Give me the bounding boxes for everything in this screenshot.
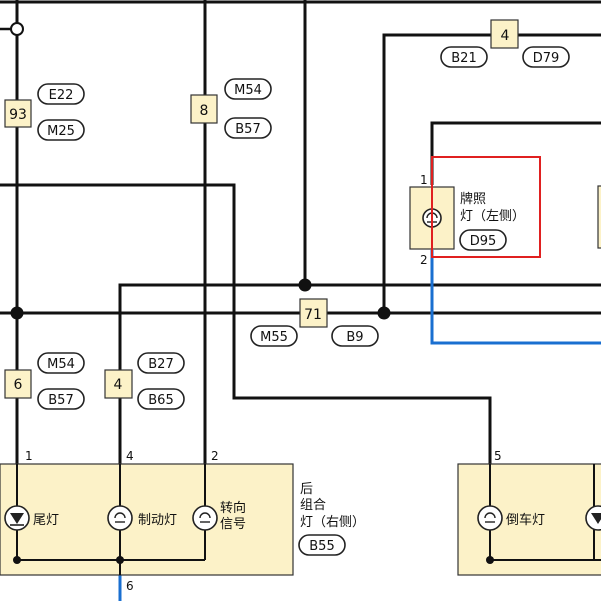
svg-text:转向: 转向 bbox=[220, 500, 246, 516]
connector-93: 93 bbox=[4, 99, 32, 128]
connector-71: 71 bbox=[299, 298, 328, 328]
svg-text:B57: B57 bbox=[235, 122, 260, 137]
code-b27: B27 bbox=[137, 352, 185, 374]
junctions bbox=[0, 22, 391, 320]
code-b9: B9 bbox=[331, 325, 379, 347]
svg-text:2: 2 bbox=[420, 253, 428, 267]
svg-text:倒车灯: 倒车灯 bbox=[506, 512, 545, 528]
rear-combo-lamp: 1 4 2 尾灯 制动灯 转向 信号 后 bbox=[0, 449, 365, 593]
code-b57-bottom: B57 bbox=[37, 388, 85, 410]
svg-text:B65: B65 bbox=[148, 393, 173, 408]
junction-open bbox=[10, 22, 24, 36]
svg-text:D79: D79 bbox=[533, 51, 560, 66]
svg-text:6: 6 bbox=[126, 579, 134, 593]
license-lamp-left: 1 2 牌照 灯（左侧） D95 bbox=[409, 173, 601, 267]
svg-text:M25: M25 bbox=[47, 124, 75, 139]
connector-boxes: 93 8 4 71 6 4 bbox=[4, 19, 519, 399]
code-b57-top: B57 bbox=[224, 117, 272, 139]
right-lamp-edge bbox=[597, 185, 601, 249]
svg-text:B21: B21 bbox=[451, 51, 476, 66]
code-b21: B21 bbox=[440, 46, 488, 68]
svg-text:D95: D95 bbox=[470, 234, 497, 249]
code-m54-top: M54 bbox=[224, 78, 272, 100]
svg-text:B57: B57 bbox=[48, 393, 73, 408]
code-d95: D95 bbox=[459, 229, 507, 251]
svg-text:2: 2 bbox=[211, 449, 219, 463]
svg-text:E22: E22 bbox=[49, 88, 74, 103]
svg-text:M54: M54 bbox=[234, 83, 262, 98]
svg-text:4: 4 bbox=[126, 449, 134, 463]
svg-text:6: 6 bbox=[14, 377, 23, 393]
svg-text:灯（右侧）: 灯（右侧） bbox=[300, 515, 365, 530]
code-m55: M55 bbox=[250, 325, 298, 347]
svg-text:尾灯: 尾灯 bbox=[33, 513, 59, 528]
code-b55: B55 bbox=[298, 534, 346, 556]
svg-text:灯（左侧）: 灯（左侧） bbox=[460, 209, 525, 224]
partial-led-icon bbox=[585, 505, 601, 531]
highlight-box bbox=[431, 156, 541, 258]
svg-text:M54: M54 bbox=[47, 357, 75, 372]
turn-signal-icon bbox=[192, 505, 218, 531]
svg-text:M55: M55 bbox=[260, 330, 288, 345]
svg-text:牌照: 牌照 bbox=[460, 191, 486, 207]
code-b65: B65 bbox=[137, 388, 185, 410]
svg-text:4: 4 bbox=[114, 377, 123, 393]
svg-text:制动灯: 制动灯 bbox=[138, 513, 177, 528]
svg-text:1: 1 bbox=[420, 173, 428, 187]
wire-285 bbox=[118, 283, 601, 470]
wire-lamp-top bbox=[430, 121, 601, 185]
svg-text:后: 后 bbox=[300, 482, 313, 497]
svg-text:71: 71 bbox=[304, 307, 322, 323]
connector-4-bottom: 4 bbox=[104, 369, 133, 399]
wire-blue-lamp bbox=[430, 250, 601, 345]
svg-text:4: 4 bbox=[501, 28, 510, 44]
svg-text:93: 93 bbox=[9, 107, 27, 123]
svg-text:8: 8 bbox=[200, 103, 209, 119]
svg-text:组合: 组合 bbox=[300, 498, 326, 513]
connector-6: 6 bbox=[4, 369, 32, 399]
code-m54-bottom: M54 bbox=[37, 352, 85, 374]
svg-text:B55: B55 bbox=[309, 539, 334, 554]
reverse-lamp: 5 倒车灯 bbox=[457, 449, 601, 576]
svg-text:B9: B9 bbox=[346, 330, 363, 345]
svg-text:1: 1 bbox=[25, 449, 33, 463]
junction-dot bbox=[298, 278, 312, 292]
code-m25: M25 bbox=[37, 119, 85, 141]
connector-8: 8 bbox=[190, 94, 218, 124]
junction-dot bbox=[10, 306, 24, 320]
svg-text:信号: 信号 bbox=[220, 517, 246, 532]
connector-4-top: 4 bbox=[490, 19, 519, 49]
tail-lamp-icon bbox=[4, 505, 30, 531]
wire-384 bbox=[382, 33, 601, 313]
svg-text:B27: B27 bbox=[148, 357, 173, 372]
code-pills: E22 M25 M54 B57 B21 D79 M55 B9 M54 B57 B… bbox=[37, 46, 570, 556]
svg-text:5: 5 bbox=[494, 449, 502, 463]
junction-dot bbox=[377, 306, 391, 320]
code-e22: E22 bbox=[37, 83, 85, 105]
wire-reverse bbox=[0, 183, 492, 470]
brake-lamp-icon bbox=[107, 505, 133, 531]
reverse-lamp-icon bbox=[477, 505, 503, 531]
code-d79: D79 bbox=[522, 46, 570, 68]
